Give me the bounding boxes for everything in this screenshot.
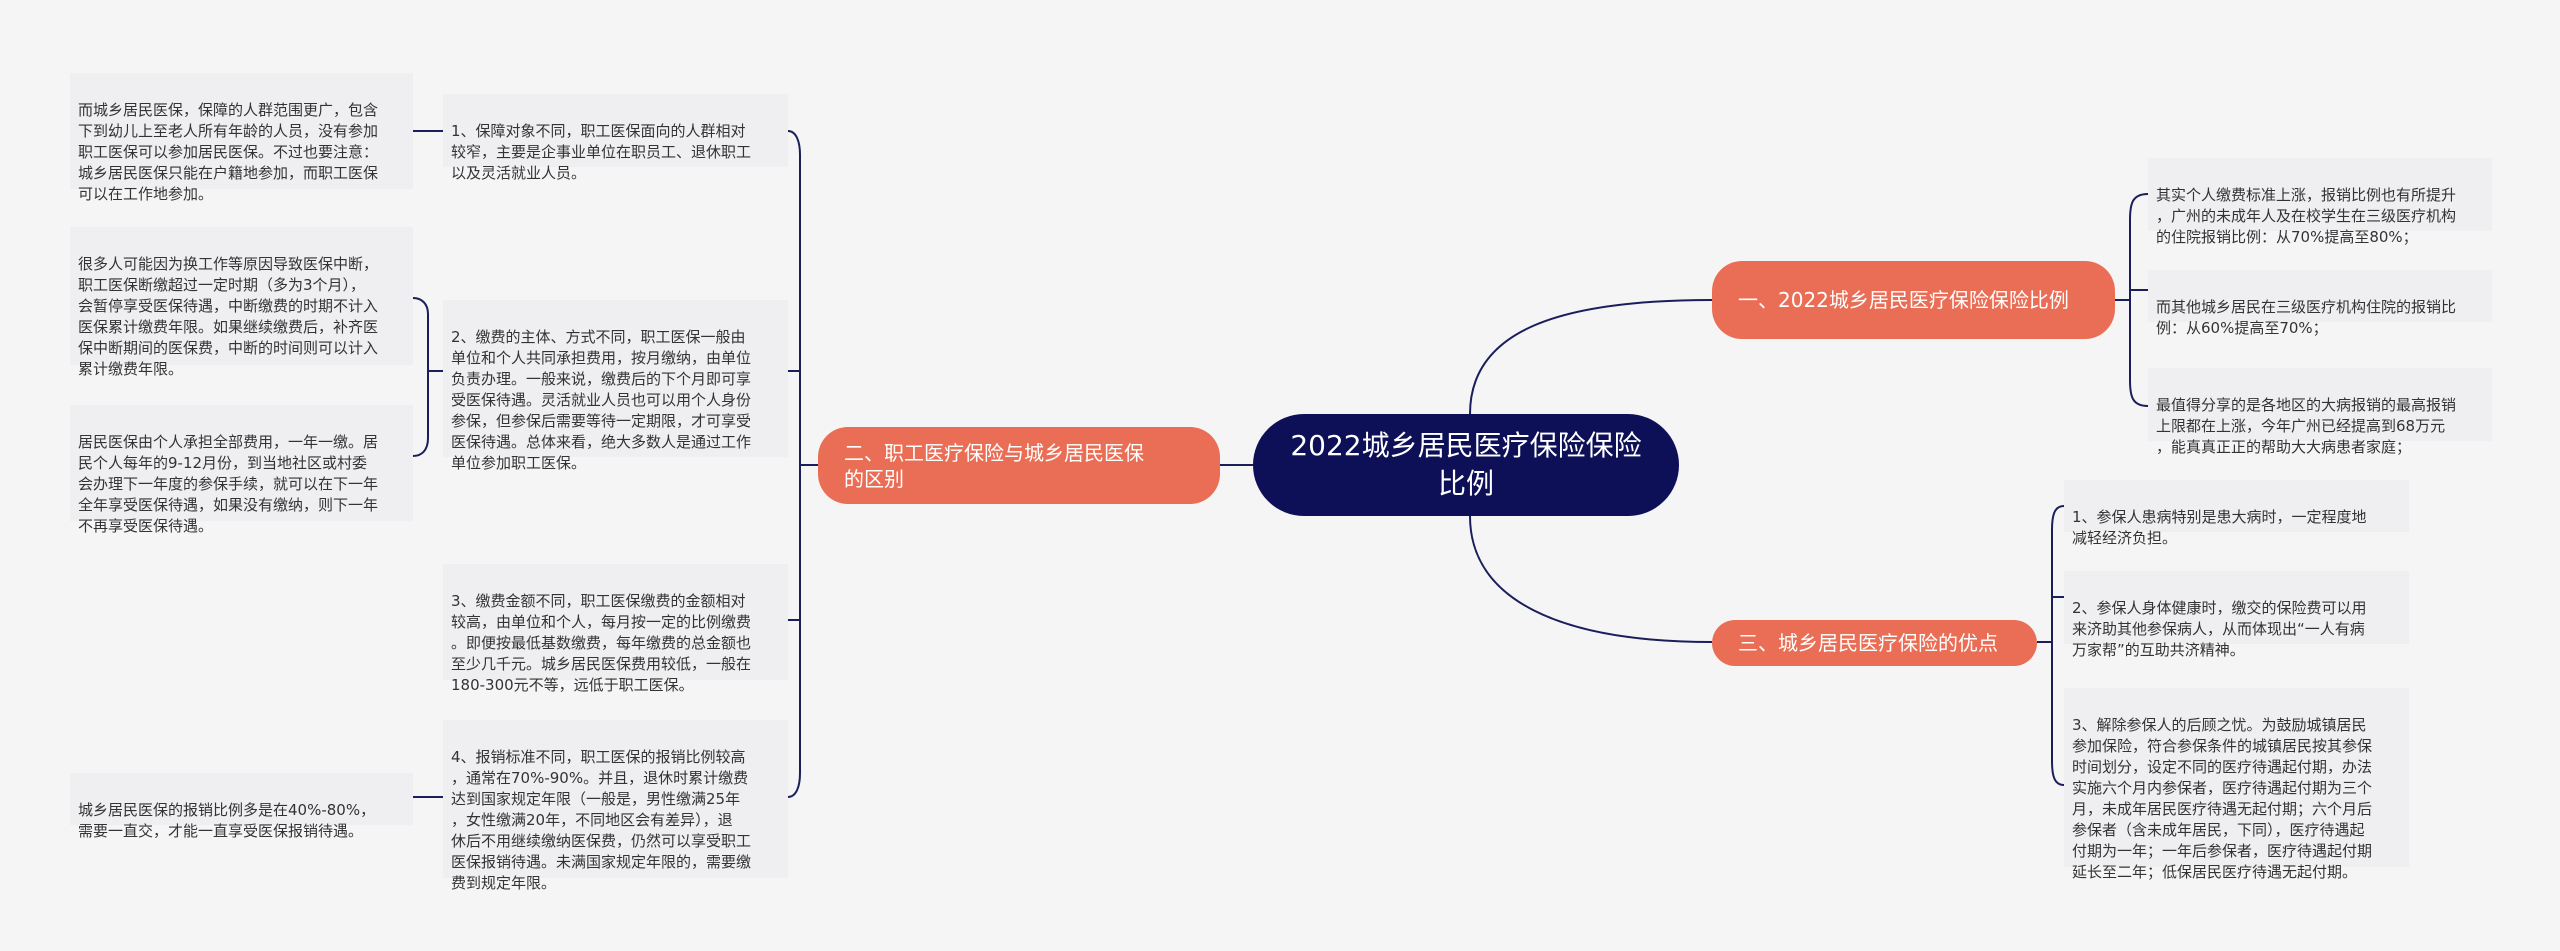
branch-label: 三、城乡居民医疗保险的优点 [1738, 631, 1998, 655]
leaf-diff-coverage[interactable]: 1、保障对象不同，职工医保面向的人群相对 较窄，主要是企事业单位在职员工、退休职… [443, 94, 788, 182]
note-text: 城乡居民医保的报销比例多是在40%-80%， 需要一直交，才能一直享受医保报销待… [78, 801, 376, 840]
leaf-text: 1、保障对象不同，职工医保面向的人群相对 较窄，主要是企事业单位在职员工、退休职… [451, 122, 752, 182]
note-reimbursement-resident[interactable]: 城乡居民医保的报销比例多是在40%-80%， 需要一直交，才能一直享受医保报销待… [70, 773, 413, 840]
leaf-ratio-minor[interactable]: 其实个人缴费标准上涨，报销比例也有所提升 ，广州的未成年人及在校学生在三级医疗机… [2148, 158, 2492, 246]
leaf-text: 2、参保人身体健康时，缴交的保险费可以用 来济助其他参保病人，从而体现出“一人有… [2072, 599, 2367, 659]
note-payment-interruption[interactable]: 很多人可能因为换工作等原因导致医保中断， 职工医保断缴超过一定时期（多为3个月）… [70, 227, 413, 378]
note-text: 而城乡居民医保，保障的人群范围更广，包含 下到幼儿上至老人所有年龄的人员，没有参… [78, 101, 379, 203]
leaf-ratio-major-illness[interactable]: 最值得分享的是各地区的大病报销的最高报销 上限都在上涨，今年广州已经提高到68万… [2148, 368, 2492, 456]
leaf-text: 而其他城乡居民在三级医疗机构住院的报销比 例：从60%提高至70%； [2156, 298, 2457, 337]
leaf-ratio-other[interactable]: 而其他城乡居民在三级医疗机构住院的报销比 例：从60%提高至70%； [2148, 270, 2492, 337]
note-payment-resident[interactable]: 居民医保由个人承担全部费用，一年一缴。居 民个人每年的9-12月份，到当地社区或… [70, 405, 413, 535]
leaf-advantage-2[interactable]: 2、参保人身体健康时，缴交的保险费可以用 来济助其他参保病人，从而体现出“一人有… [2064, 571, 2409, 659]
branch-label: 二、职工医疗保险与城乡居民医保 的区别 [844, 440, 1144, 491]
branch-advantages[interactable]: 三、城乡居民医疗保险的优点 [1712, 620, 2037, 666]
leaf-text: 2、缴费的主体、方式不同，职工医保一般由 单位和个人共同承担费用，按月缴纳，由单… [451, 328, 752, 472]
note-text: 居民医保由个人承担全部费用，一年一缴。居 民个人每年的9-12月份，到当地社区或… [78, 433, 379, 535]
note-text: 很多人可能因为换工作等原因导致医保中断， 职工医保断缴超过一定时期（多为3个月）… [78, 255, 379, 378]
leaf-text: 3、缴费金额不同，职工医保缴费的金额相对 较高，由单位和个人，每月按一定的比例缴… [451, 592, 752, 694]
leaf-diff-reimbursement[interactable]: 4、报销标准不同，职工医保的报销比例较高 ，通常在70%-90%。并且，退休时累… [443, 720, 788, 892]
leaf-text: 3、解除参保人的后顾之忧。为鼓励城镇居民 参加保险，符合参保条件的城镇居民按其参… [2072, 716, 2373, 881]
branch-label: 一、2022城乡居民医疗保险保险比例 [1738, 288, 2069, 312]
central-topic[interactable]: 2022城乡居民医疗保险保险比例 [1253, 414, 1679, 516]
branch-differences[interactable]: 二、职工医疗保险与城乡居民医保 的区别 [818, 427, 1220, 504]
leaf-diff-payment-method[interactable]: 2、缴费的主体、方式不同，职工医保一般由 单位和个人共同承担费用，按月缴纳，由单… [443, 300, 788, 472]
central-topic-label: 2022城乡居民医疗保险保险比例 [1290, 429, 1642, 500]
leaf-text: 4、报销标准不同，职工医保的报销比例较高 ，通常在70%-90%。并且，退休时累… [451, 748, 752, 892]
note-coverage-resident[interactable]: 而城乡居民医保，保障的人群范围更广，包含 下到幼儿上至老人所有年龄的人员，没有参… [70, 73, 413, 203]
branch-insurance-ratio[interactable]: 一、2022城乡居民医疗保险保险比例 [1712, 261, 2115, 339]
leaf-text: 最值得分享的是各地区的大病报销的最高报销 上限都在上涨，今年广州已经提高到68万… [2156, 396, 2457, 456]
leaf-text: 1、参保人患病特别是患大病时，一定程度地 减轻经济负担。 [2072, 508, 2367, 547]
leaf-advantage-1[interactable]: 1、参保人患病特别是患大病时，一定程度地 减轻经济负担。 [2064, 480, 2409, 547]
leaf-text: 其实个人缴费标准上涨，报销比例也有所提升 ，广州的未成年人及在校学生在三级医疗机… [2156, 186, 2457, 246]
leaf-advantage-3[interactable]: 3、解除参保人的后顾之忧。为鼓励城镇居民 参加保险，符合参保条件的城镇居民按其参… [2064, 688, 2409, 881]
leaf-diff-amount[interactable]: 3、缴费金额不同，职工医保缴费的金额相对 较高，由单位和个人，每月按一定的比例缴… [443, 564, 788, 694]
